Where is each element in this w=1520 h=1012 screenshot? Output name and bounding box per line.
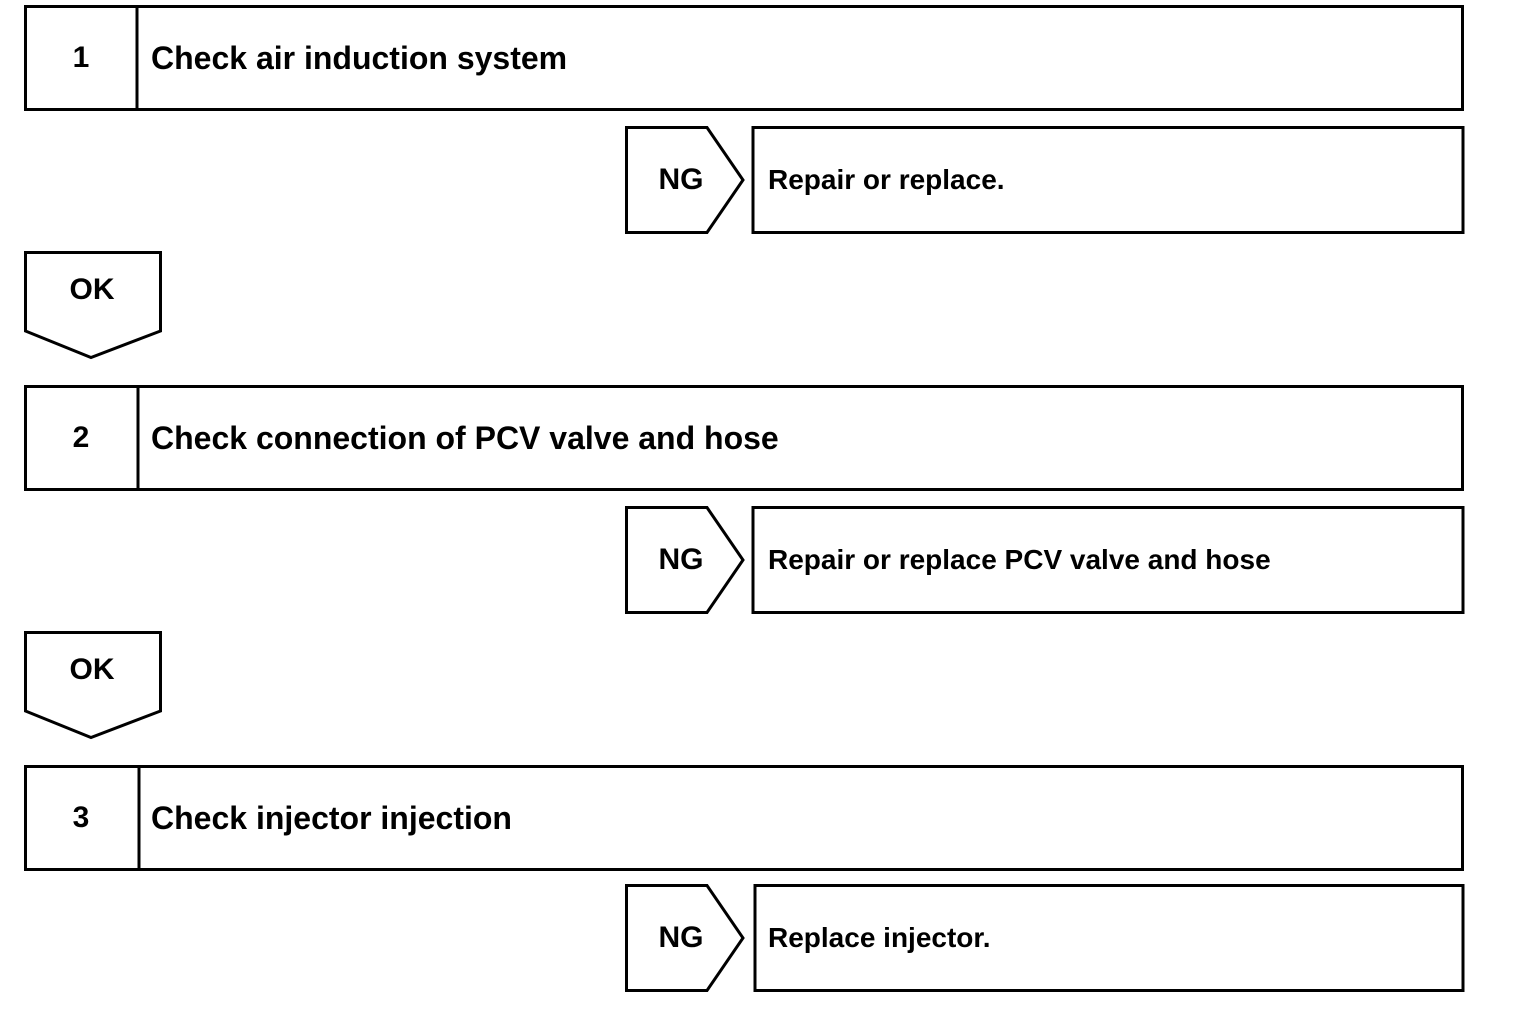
ok-arrow-shape: [24, 631, 162, 740]
step-3-number: 3: [72, 801, 90, 834]
step-3-box: 3 Check injector injection: [24, 765, 1464, 871]
step-2-title: Check connection of PCV valve and hose: [151, 419, 779, 456]
step-2-ng-branch: NG Repair or replace PCV valve and hose: [625, 506, 1465, 614]
step-2-frame: [24, 385, 1464, 491]
step-1-title: Check air induction system: [151, 39, 568, 76]
step-1-ng-branch: NG Repair or replace.: [625, 126, 1465, 234]
step-2-ng-frame: [625, 506, 1465, 614]
step-3-title: Check injector injection: [151, 799, 512, 836]
step-3-ng-label: NG: [658, 921, 704, 954]
step-2-ok-arrow: OK: [24, 631, 162, 740]
step-1-frame: [24, 5, 1464, 111]
step-3-ng-frame: [625, 884, 1465, 992]
step-3-ng-result: Replace injector.: [768, 922, 991, 953]
step-1-number: 1: [72, 41, 90, 74]
step-3-ng-branch: NG Replace injector.: [625, 884, 1465, 992]
step-2-box: 2 Check connection of PCV valve and hose: [24, 385, 1464, 491]
step-2-ok-label: OK: [69, 653, 115, 686]
step-1-ng-result: Repair or replace.: [768, 164, 1005, 195]
step-3-frame: [24, 765, 1464, 871]
step-2-ng-result: Repair or replace PCV valve and hose: [768, 544, 1271, 575]
step-1-box: 1 Check air induction system: [24, 5, 1464, 111]
step-1-ng-frame: [625, 126, 1465, 234]
step-2-number: 2: [72, 421, 90, 454]
step-2-ng-label: NG: [658, 543, 704, 576]
step-1-ok-arrow: OK: [24, 251, 162, 360]
step-1-ng-label: NG: [658, 163, 704, 196]
step-1-ok-label: OK: [69, 273, 115, 306]
ok-arrow-shape: [24, 251, 162, 360]
